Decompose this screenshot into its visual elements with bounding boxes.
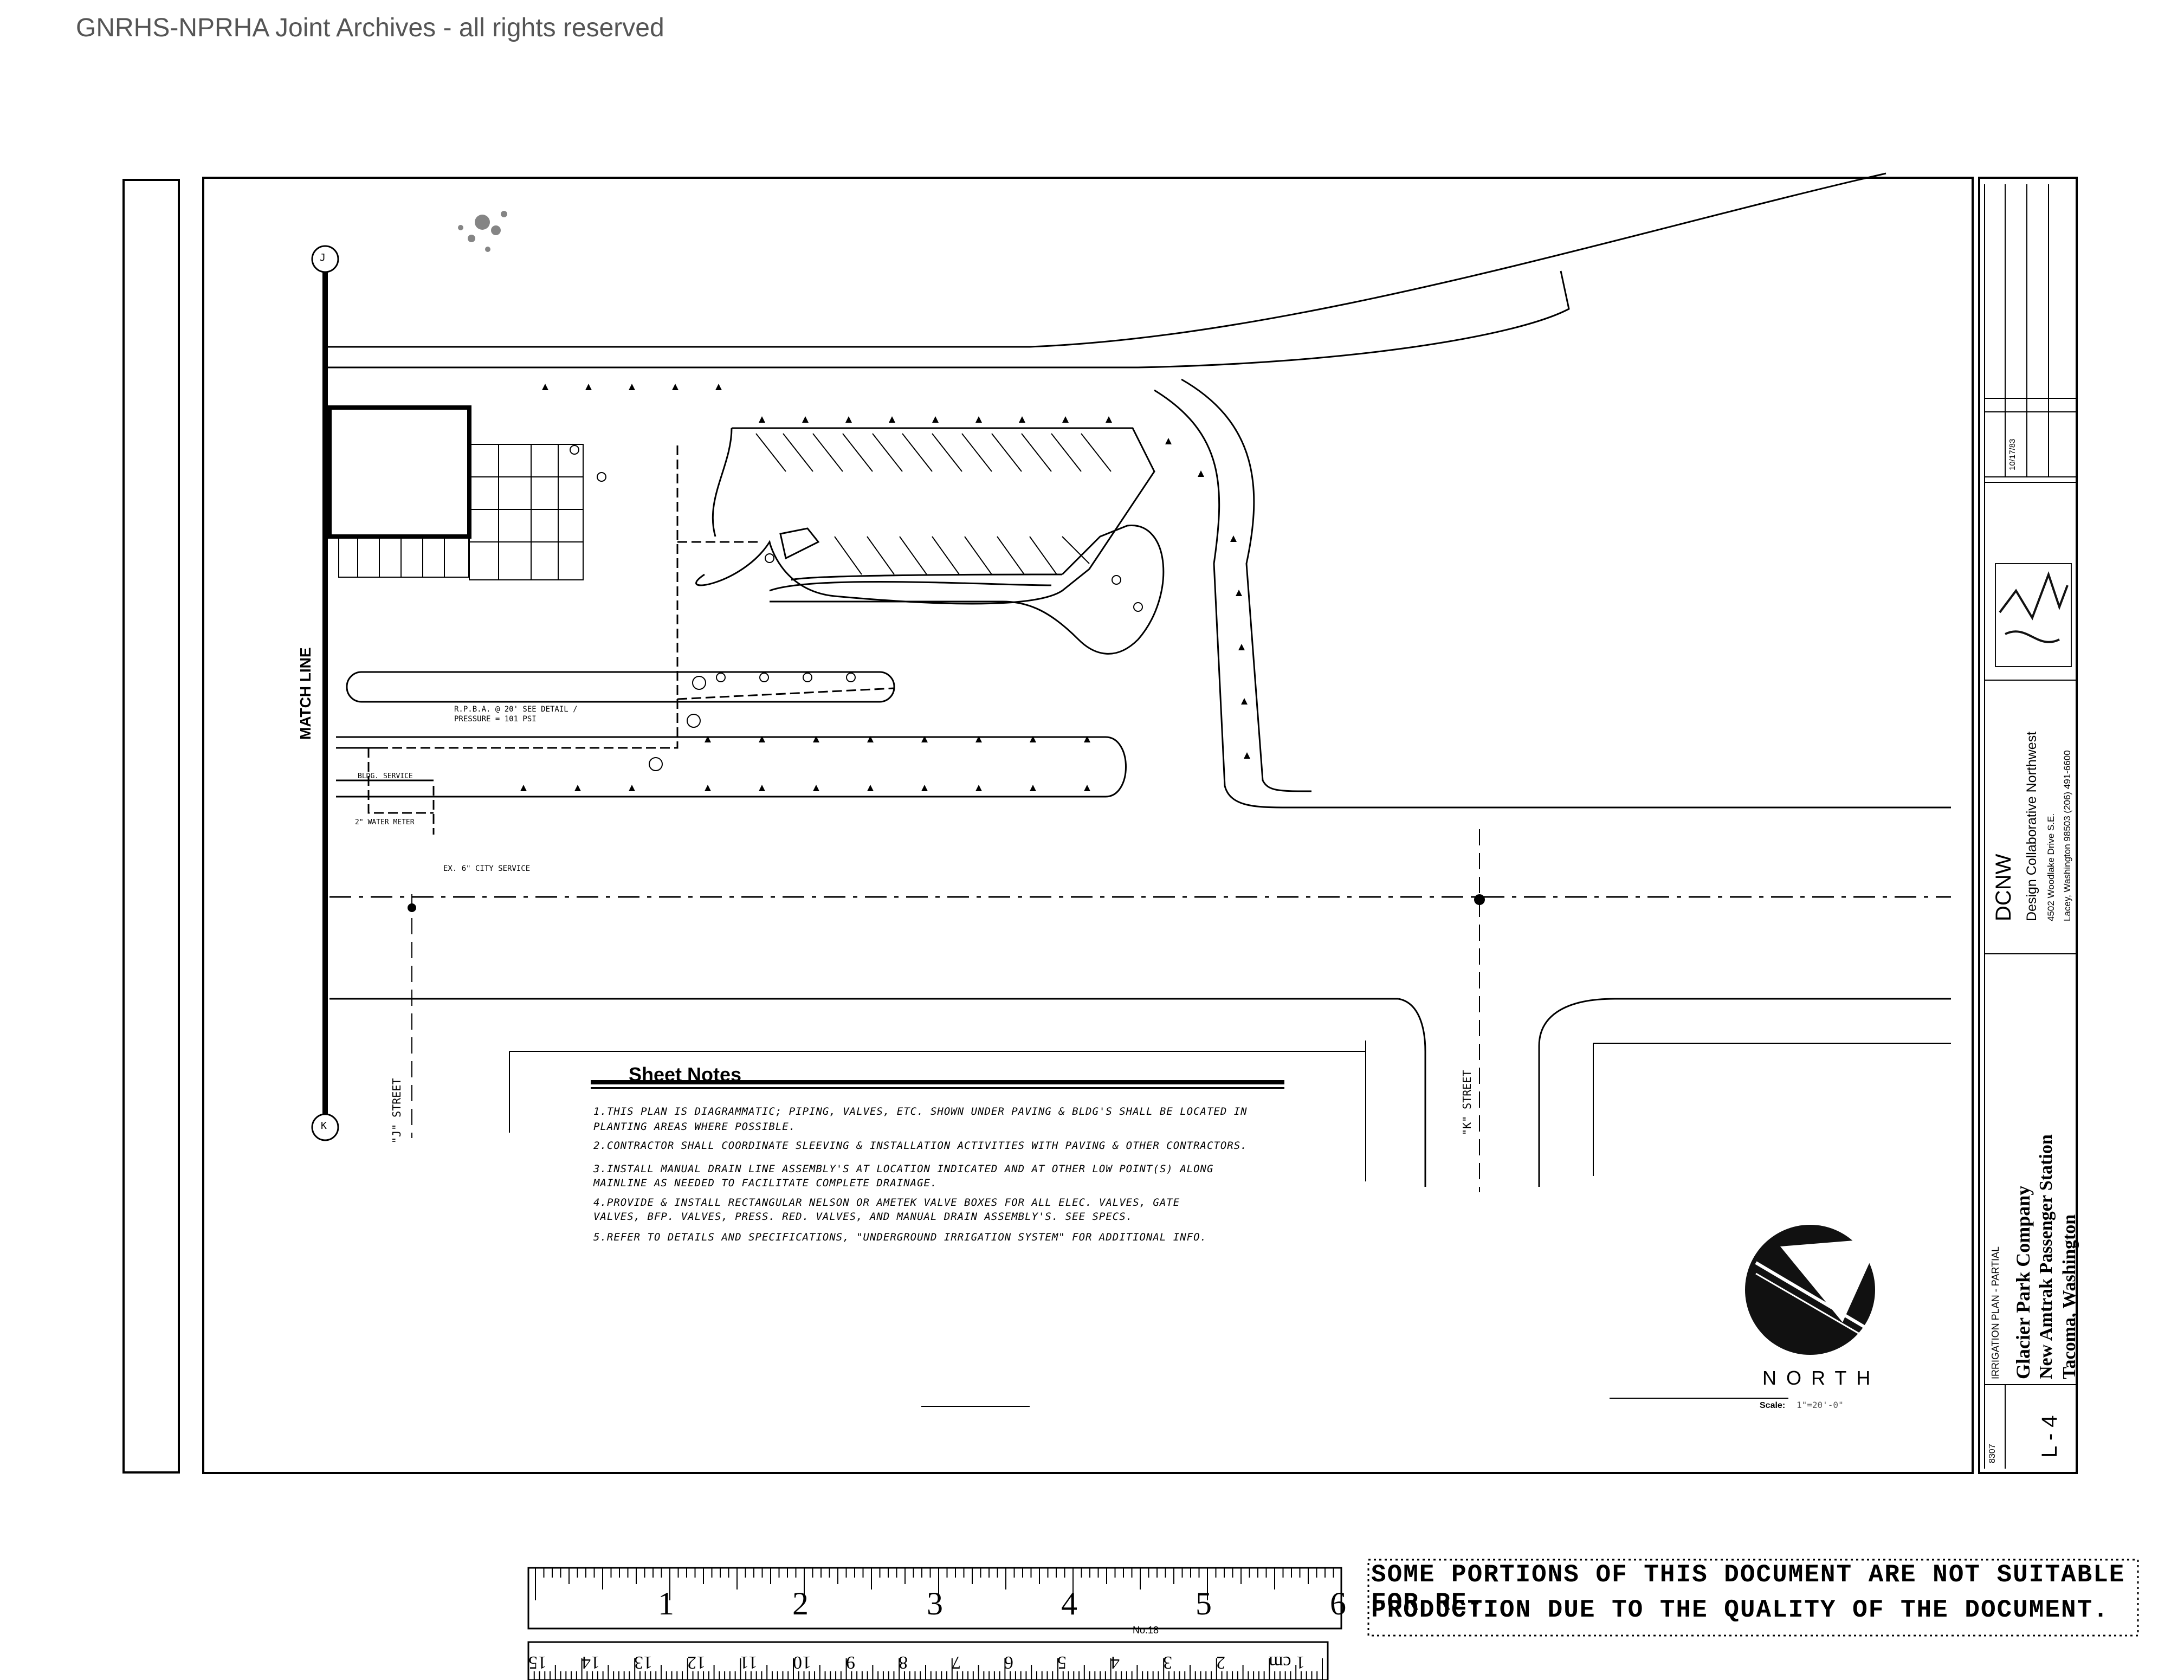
- scale-value: 1"=20'-0": [1797, 1400, 1844, 1410]
- ruler-cm-label: 7: [951, 1652, 961, 1672]
- landscape-islands: [336, 671, 1127, 798]
- parking-stall-lines: [755, 433, 1112, 575]
- ruler-inch-label: 2: [792, 1586, 809, 1621]
- engineer-seal-signature: [1995, 563, 2072, 667]
- main-road: [329, 829, 1951, 1192]
- sprinkler-heads: [520, 384, 1250, 791]
- notes-rule-thick: [591, 1080, 1284, 1084]
- firm-name: Design Collaborative Northwest: [2024, 731, 2039, 921]
- rotor-heads: [570, 445, 1143, 771]
- sheet-number: L - 4: [2038, 1415, 2062, 1458]
- match-circle-bottom: [311, 1113, 339, 1141]
- east-curb: [1154, 378, 1951, 809]
- ruler-cm-ticks: [533, 1658, 1323, 1680]
- lower-streets: [509, 1041, 1951, 1407]
- ruler-cm-label: 10: [793, 1652, 811, 1672]
- note-2: 2.CONTRACTOR SHALL COORDINATE SLEEVING &…: [593, 1140, 1248, 1152]
- note-3a: 3.INSTALL MANUAL DRAIN LINE ASSEMBLY'S A…: [593, 1163, 1214, 1175]
- note-4b: VALVES, BFP. VALVES, PRESS. RED. VALVES,…: [593, 1211, 1133, 1223]
- ruler-cm-label: 1 cm: [1269, 1652, 1306, 1672]
- note-3b: MAINLINE AS NEEDED TO FACILITATE COMPLET…: [593, 1177, 938, 1189]
- ruler-inch-label: 4: [1061, 1586, 1077, 1621]
- job-number: 8307: [1988, 1444, 1997, 1463]
- curved-road: [325, 172, 1886, 369]
- client-name: Glacier Park Company: [2012, 1185, 2034, 1379]
- match-circle-top: [311, 245, 339, 273]
- firm-city: Lacey, Washington 98503 (206) 491-6600: [2062, 750, 2072, 921]
- ruler-inch-label: 6: [1330, 1586, 1346, 1621]
- ruler-cm-label: 4: [1110, 1652, 1120, 1672]
- title-block-frame: [1978, 177, 2078, 1474]
- plaza-grid: [338, 444, 584, 580]
- ruler-inch-ticks: [535, 1568, 1334, 1600]
- note-1b: PLANTING AREAS WHERE POSSIBLE.: [593, 1121, 796, 1133]
- ruler-cm-label: 14: [581, 1652, 600, 1672]
- ruler-inch-label: 3: [927, 1586, 943, 1621]
- irrigation-mainline: [336, 444, 895, 835]
- city-service-callout: EX. 6" CITY SERVICE: [443, 864, 531, 873]
- firm-abbr: DCNW: [1992, 854, 2015, 921]
- sheet-title: IRRIGATION PLAN - PARTIAL: [1990, 1246, 2001, 1379]
- project-location: Tacoma, Washington: [2059, 1214, 2079, 1379]
- ruler-cm-label: 9: [845, 1652, 855, 1672]
- north-label: NORTH: [1762, 1367, 1881, 1389]
- bldg-service-callout: BLDG. SERVICE: [358, 772, 413, 780]
- station-building: [327, 405, 471, 539]
- water-meter-callout: 2" WATER METER: [355, 818, 415, 826]
- ruler-cm-label: 13: [634, 1652, 653, 1672]
- firm-address: 4502 Woodlake Drive S.E.: [2046, 813, 2056, 921]
- revision-grid: [1985, 184, 2077, 1469]
- ruler-inch-label: 1: [658, 1586, 674, 1621]
- ruler-cm-label: 6: [1004, 1652, 1014, 1672]
- street-k-label: "K" STREET: [1461, 1070, 1474, 1135]
- scale-label: Scale:: [1760, 1401, 1786, 1410]
- project-name: New Amtrak Passenger Station: [2036, 1134, 2056, 1379]
- warning-stamp-frame: [1367, 1559, 2139, 1637]
- note-1a: 1.THIS PLAN IS DIAGRAMMATIC; PIPING, VAL…: [593, 1106, 1248, 1117]
- valve-node-east: [1474, 894, 1485, 905]
- match-line-label: MATCH LINE: [297, 647, 314, 740]
- street-j-label: "J" STREET: [390, 1078, 403, 1143]
- ruler-cm-label: 11: [740, 1652, 758, 1672]
- parking-lot: [695, 427, 1165, 655]
- rpba-callout: R.P.B.A. @ 20' SEE DETAIL / PRESSURE = 1…: [454, 705, 578, 723]
- warning-line-1: SOME PORTIONS OF THIS DOCUMENT ARE NOT S…: [1371, 1561, 2125, 1617]
- valve-node-west: [408, 903, 416, 912]
- notes-rule-thin: [591, 1087, 1284, 1089]
- match-letter-top: J: [320, 252, 326, 263]
- note-5: 5.REFER TO DETAILS AND SPECIFICATIONS, "…: [593, 1231, 1207, 1243]
- ruler-cm-label: 2: [1216, 1652, 1225, 1672]
- ruler-cm-label: 3: [1163, 1652, 1173, 1672]
- issue-date: 10/17/83: [2008, 438, 2017, 470]
- ruler-inch-label: 5: [1196, 1586, 1212, 1621]
- ruler-brand: No.18: [1133, 1625, 1159, 1636]
- sheet-notes-title: Sheet Notes: [629, 1063, 742, 1085]
- ruler-cm-label: 12: [687, 1652, 706, 1672]
- archive-label: GNRHS-NPRHA Joint Archives - all rights …: [76, 14, 664, 42]
- ruler-cm-label: 5: [1057, 1652, 1067, 1672]
- north-arrow-symbol: [1745, 1225, 1881, 1355]
- left-margin-strip: [122, 179, 180, 1474]
- ruler-cm-label: 15: [528, 1652, 547, 1672]
- smudge-marks: [458, 211, 507, 252]
- note-4a: 4.PROVIDE & INSTALL RECTANGULAR NELSON O…: [593, 1197, 1180, 1209]
- ruler-cm-label: 8: [899, 1652, 908, 1672]
- sheet-border: [202, 177, 1974, 1474]
- match-letter-bottom: K: [321, 1120, 327, 1132]
- warning-line-2: PRODUCTION DUE TO THE QUALITY OF THE DOC…: [1371, 1596, 2109, 1624]
